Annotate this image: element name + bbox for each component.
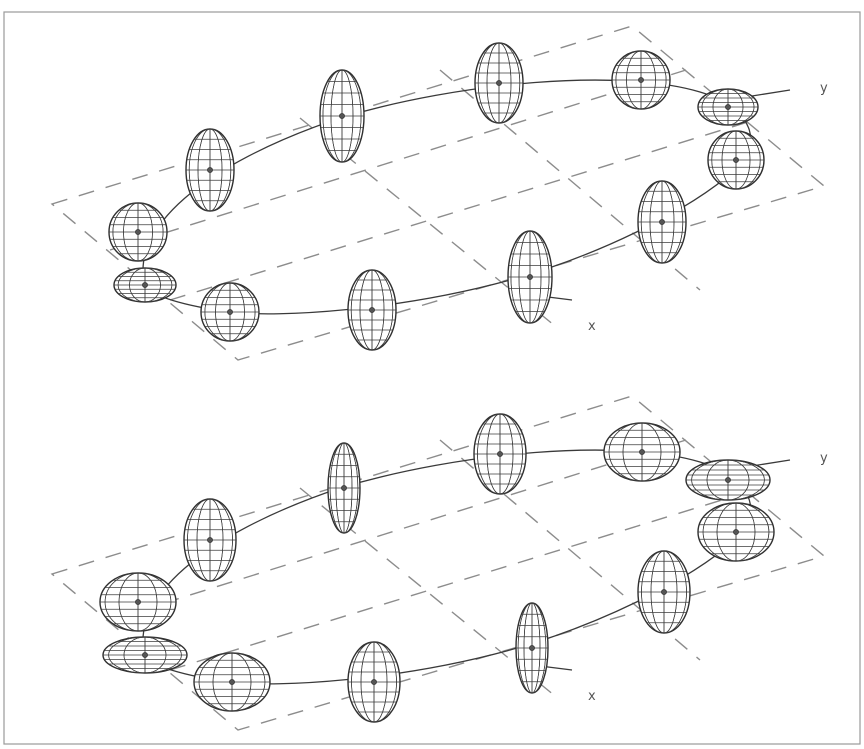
ellipsoid-center-dot bbox=[229, 679, 235, 685]
ellipsoid-6 bbox=[611, 50, 671, 110]
axis-label: x bbox=[588, 319, 596, 334]
panel-top: yx bbox=[50, 25, 828, 361]
figure-frame bbox=[3, 11, 861, 745]
ellipsoid-7 bbox=[685, 459, 771, 501]
ellipsoid-1 bbox=[108, 202, 168, 262]
ellipsoid-center-dot bbox=[659, 219, 665, 225]
ellipsoid-11 bbox=[347, 641, 401, 723]
ellipsoid-12 bbox=[193, 652, 271, 712]
ellipsoid-center-dot bbox=[725, 104, 731, 110]
ellipsoid-11 bbox=[347, 269, 397, 351]
ellipsoid-3 bbox=[183, 498, 237, 582]
ellipsoid-center-dot bbox=[496, 80, 502, 86]
ellipsoid-7 bbox=[697, 88, 759, 126]
ellipsoid-1 bbox=[99, 572, 177, 632]
axis-label: y bbox=[820, 451, 828, 466]
reference-plane bbox=[50, 395, 826, 731]
ellipsoid-center-dot bbox=[725, 477, 731, 483]
ellipsoid-center-dot bbox=[733, 529, 739, 535]
ellipsoid-center-dot bbox=[369, 307, 375, 313]
ellipsoid-2 bbox=[102, 636, 188, 674]
ellipsoid-center-dot bbox=[639, 449, 645, 455]
axis-label: x bbox=[588, 689, 596, 704]
ellipsoid-5 bbox=[473, 413, 527, 495]
ellipsoid-6 bbox=[603, 422, 681, 482]
ellipsoid-3 bbox=[185, 128, 235, 212]
ellipsoid-5 bbox=[474, 42, 524, 124]
panel-bottom: yx bbox=[50, 395, 828, 731]
ellipsoid-9 bbox=[637, 550, 691, 634]
ellipsoid-9 bbox=[637, 180, 687, 264]
ellipsoid-10 bbox=[507, 230, 553, 324]
orbit-tail-line bbox=[751, 89, 791, 97]
orbit-tail-line bbox=[751, 459, 791, 467]
ellipsoid-center-dot bbox=[135, 229, 141, 235]
ellipsoid-center-dot bbox=[207, 537, 213, 543]
ellipsoid-8 bbox=[707, 130, 765, 190]
ellipsoid-center-dot bbox=[661, 589, 667, 595]
reference-plane bbox=[50, 25, 826, 361]
ellipsoid-4 bbox=[327, 442, 361, 534]
ellipsoid-center-dot bbox=[529, 645, 535, 651]
ellipsoid-center-dot bbox=[207, 167, 213, 173]
ellipsoid-center-dot bbox=[227, 309, 233, 315]
ellipsoid-center-dot bbox=[142, 652, 148, 658]
ellipsoid-4 bbox=[319, 69, 365, 163]
ellipsoid-10 bbox=[515, 602, 549, 694]
ellipsoid-center-dot bbox=[135, 599, 141, 605]
ellipsoid-center-dot bbox=[341, 485, 347, 491]
ellipsoid-12 bbox=[200, 282, 260, 342]
ellipsoid-center-dot bbox=[733, 157, 739, 163]
ellipsoid-center-dot bbox=[339, 113, 345, 119]
axis-label: y bbox=[820, 81, 828, 96]
ellipsoid-center-dot bbox=[527, 274, 533, 280]
ellipsoid-2 bbox=[113, 267, 177, 303]
ellipsoid-center-dot bbox=[638, 77, 644, 83]
ellipsoid-8 bbox=[697, 502, 775, 562]
ellipsoid-center-dot bbox=[497, 451, 503, 457]
ellipsoid-center-dot bbox=[371, 679, 377, 685]
ellipsoid-center-dot bbox=[142, 282, 148, 288]
